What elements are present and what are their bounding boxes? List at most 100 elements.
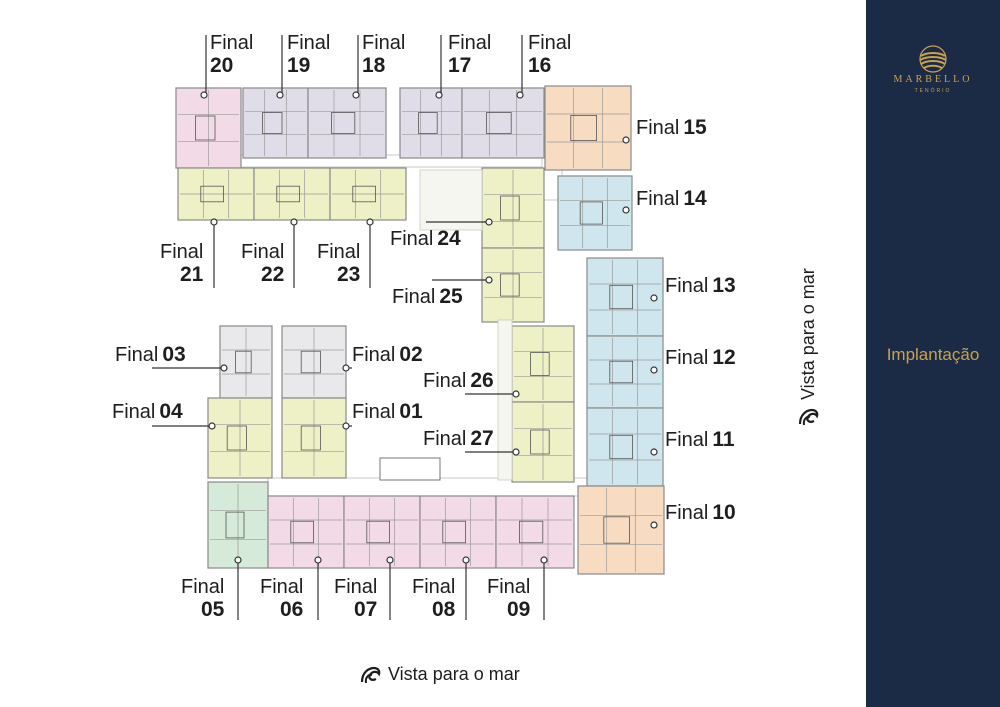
unit-14-block [557,175,633,251]
unit-number: 17 [448,54,472,77]
leader-dot [512,390,520,398]
section-title: Implantação [886,345,980,364]
unit-number: 01 [399,400,423,423]
sea-view-right: Vista para o mar [798,268,819,428]
furniture-shape [486,112,512,134]
unit-word: Final [665,429,709,451]
unit-word: Final [115,344,159,366]
leader-dot [210,218,218,226]
sea-view-bottom: Vista para o mar [360,664,520,685]
brand-name: MARBELLO [893,74,973,85]
leader-dot [352,91,360,99]
leader-dot [342,364,350,372]
unit-17-block [399,87,463,159]
furniture-shape [418,112,438,134]
unit-word: Final [260,576,304,598]
brand-panel: MARBELLO TENÓRIO Implantação [866,0,1000,707]
unit-15-block [544,85,632,171]
unit-word: Final [487,576,531,598]
garden-area [497,319,513,481]
leader-dot [208,422,216,430]
leader-dot [462,556,470,564]
stair-core [379,457,441,481]
leader-dot [485,276,493,284]
unit-12-block [586,335,664,409]
unit-number: 02 [399,343,423,366]
sea-view-text: Vista para o mar [388,664,520,684]
leader-dot [512,448,520,456]
unit-word: Final [287,32,331,54]
unit-word: Final [181,576,225,598]
unit-number: 24 [437,227,461,250]
unit-08-block [419,495,497,569]
furniture-shape [500,195,520,221]
unit-number: 26 [470,369,494,392]
unit-number: 03 [162,343,186,366]
furniture-shape [352,185,376,203]
leader-dot [622,136,630,144]
unit-word: Final [423,370,467,392]
unit-06-block [267,495,345,569]
leader-dot [622,206,630,214]
unit-word: Final [423,428,467,450]
unit-number: 22 [261,263,285,286]
leader-dot [650,294,658,302]
unit-number: 21 [180,263,204,286]
unit-number: 19 [287,54,311,77]
unit-number: 07 [354,598,378,621]
brand-subtitle: TENÓRIO [914,88,952,94]
unit-word: Final [317,241,361,263]
wave-icon [360,666,381,683]
furniture-shape [500,273,520,297]
unit-number: 16 [528,54,552,77]
furniture-shape [609,360,633,384]
leader-dot [516,91,524,99]
unit-word: Final [241,241,285,263]
furniture-shape [225,511,245,539]
leader-dot [386,556,394,564]
unit-word: Final [412,576,456,598]
furniture-shape [300,350,321,374]
unit-10-block [577,485,665,575]
wave-icon [798,408,818,426]
furniture-shape [579,201,603,225]
unit-word: Final [448,32,492,54]
unit-word: Final [352,401,396,423]
unit-19-block [242,87,309,159]
furniture-shape [200,185,225,203]
unit-word: Final [160,241,204,263]
unit-word: Final [665,502,709,524]
unit-number: 15 [683,116,707,139]
furniture-shape [235,350,252,374]
unit-number: 06 [280,598,304,621]
furniture-shape [276,185,300,203]
unit-word: Final [665,347,709,369]
